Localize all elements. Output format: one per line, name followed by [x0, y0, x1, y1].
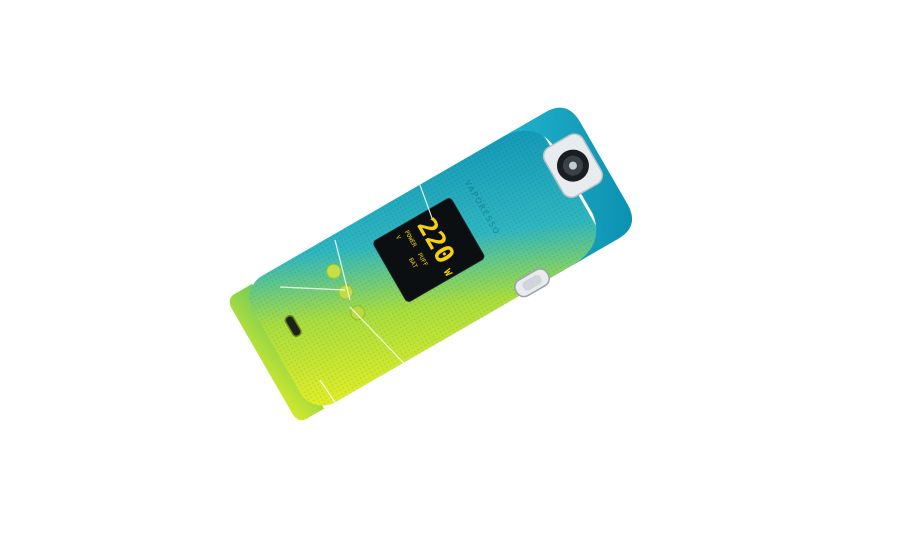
adjust-button-1[interactable]	[324, 262, 343, 281]
usb-c-port	[284, 314, 302, 338]
device-top-face	[497, 107, 633, 267]
fire-button[interactable]	[512, 266, 552, 300]
device-screen	[373, 198, 485, 302]
screen-voltage: V	[394, 234, 402, 241]
highlight-lines	[279, 184, 433, 411]
connector-510-icon	[542, 133, 604, 198]
screen-unit: W	[441, 267, 454, 279]
screen-battery: BAT	[407, 257, 419, 270]
